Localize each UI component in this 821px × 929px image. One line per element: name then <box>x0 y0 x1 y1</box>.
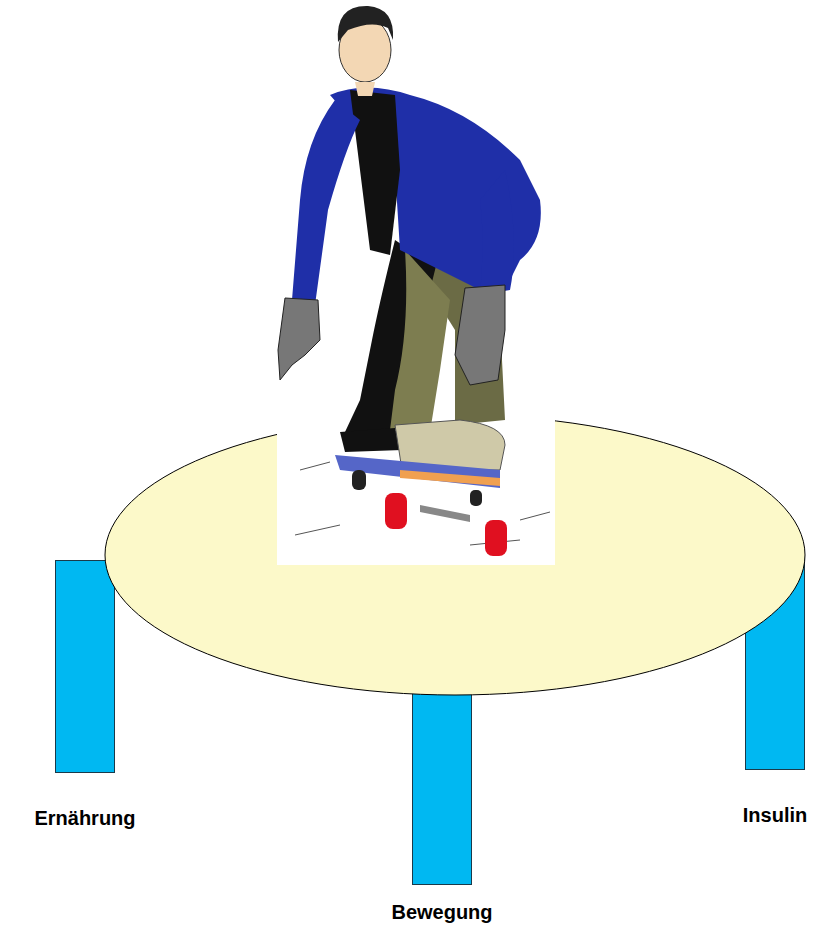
table-leg: Bewegung <box>372 670 512 927</box>
leg-bar <box>745 555 805 770</box>
leg-label: Bewegung <box>372 901 512 924</box>
leg-label: Insulin <box>705 804 821 827</box>
leg-label: Ernährung <box>5 807 165 830</box>
table-top <box>105 415 805 695</box>
leg-bar <box>55 560 115 773</box>
leg-bar <box>412 670 472 885</box>
table-leg: Ernährung <box>5 560 165 833</box>
skateboarder-illustration <box>277 6 555 565</box>
table-leg: Insulin <box>705 555 821 830</box>
